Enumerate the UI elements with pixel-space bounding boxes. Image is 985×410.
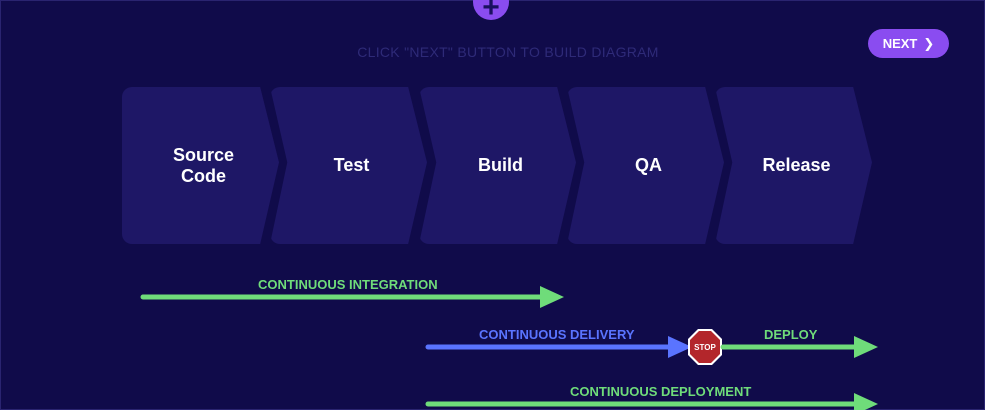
next-button-label: NEXT [882,36,918,51]
stage-build: Build [419,87,576,244]
stage-label: Code [181,165,226,186]
deploy-label: DEPLOY [764,327,818,342]
instruction-text: CLICK "NEXT" BUTTON TO BUILD DIAGRAM [357,44,659,60]
next-button[interactable]: NEXT ❯ [868,29,949,58]
stop-sign-label: STOP [694,343,716,352]
deploy-arrow-head [854,336,878,358]
stop-sign-icon [690,331,720,363]
chevron-right-icon: ❯ [923,35,935,51]
add-button[interactable]: + [473,0,509,24]
cd-arrow-head [668,336,692,358]
stage-label: Test [333,155,370,175]
stage-label: Build [478,155,523,175]
stage-test: Test [270,87,427,244]
ci-arrow-head [540,286,564,308]
stage-qa: QA [567,87,724,244]
cdeploy-arrow-head [854,393,878,410]
continuous-delivery-label: CONTINUOUS DELIVERY [479,327,635,342]
stage-source-code: Source Code [122,87,279,244]
continuous-integration-label: CONTINUOUS INTEGRATION [258,277,438,292]
stage-label: Source [172,144,235,165]
plus-icon: + [482,0,500,24]
continuous-deployment-label: CONTINUOUS DEPLOYMENT [570,384,752,399]
stage-label: Release [762,155,831,175]
stage-release: Release [715,87,872,244]
stage-label: QA [635,155,662,175]
